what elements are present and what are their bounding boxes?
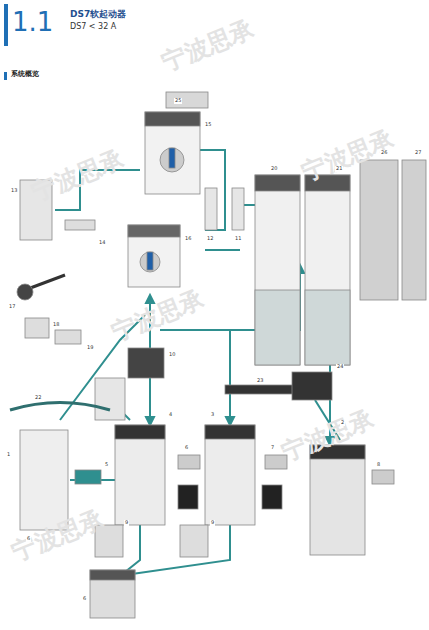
page-title: DS7软起动器 [70, 10, 126, 20]
callout-number: 26 [380, 150, 388, 156]
callout-number: 22 [34, 395, 42, 401]
callout-number: 19 [86, 345, 94, 351]
callout-number: 4 [168, 412, 173, 418]
callout-number: 6 [82, 596, 87, 602]
callout-number: 1 [6, 452, 11, 458]
callout-number: 3 [210, 412, 215, 418]
callout-number: 9 [124, 520, 129, 526]
section-marker [4, 72, 7, 80]
callout-number: 18 [52, 322, 60, 328]
section-heading: 系统概览 [11, 71, 39, 79]
callout-number: 9 [210, 520, 215, 526]
callout-number: 7 [270, 445, 275, 451]
callout-number: 6 [26, 536, 31, 542]
callout-number: 17 [8, 304, 16, 310]
callout-number: 2 [340, 420, 345, 426]
watermark: 宁波思承 [28, 143, 129, 209]
watermark: 宁波思承 [158, 13, 259, 79]
callout-number: 15 [204, 122, 212, 128]
callout-number: 13 [10, 188, 18, 194]
callout-number: 14 [98, 240, 106, 246]
callout-number: 23 [256, 378, 264, 384]
callout-number: 21 [335, 166, 343, 172]
callout-number: 12 [206, 236, 214, 242]
section-number: 1.1 [12, 8, 53, 37]
callout-number: 8 [376, 462, 381, 468]
watermark: 宁波思承 [108, 283, 209, 349]
callout-number: 27 [414, 150, 422, 156]
callout-number: 11 [234, 236, 242, 242]
subtitle: DS7 < 32 A [70, 23, 116, 32]
callout-number: 6 [184, 445, 189, 451]
callout-number: 5 [104, 462, 109, 468]
callout-number: 10 [168, 352, 176, 358]
callout-number: 20 [270, 166, 278, 172]
callout-number: 25 [174, 98, 182, 104]
callout-number: 16 [184, 236, 192, 242]
header-bar [4, 4, 8, 46]
callout-number: 24 [336, 364, 344, 370]
